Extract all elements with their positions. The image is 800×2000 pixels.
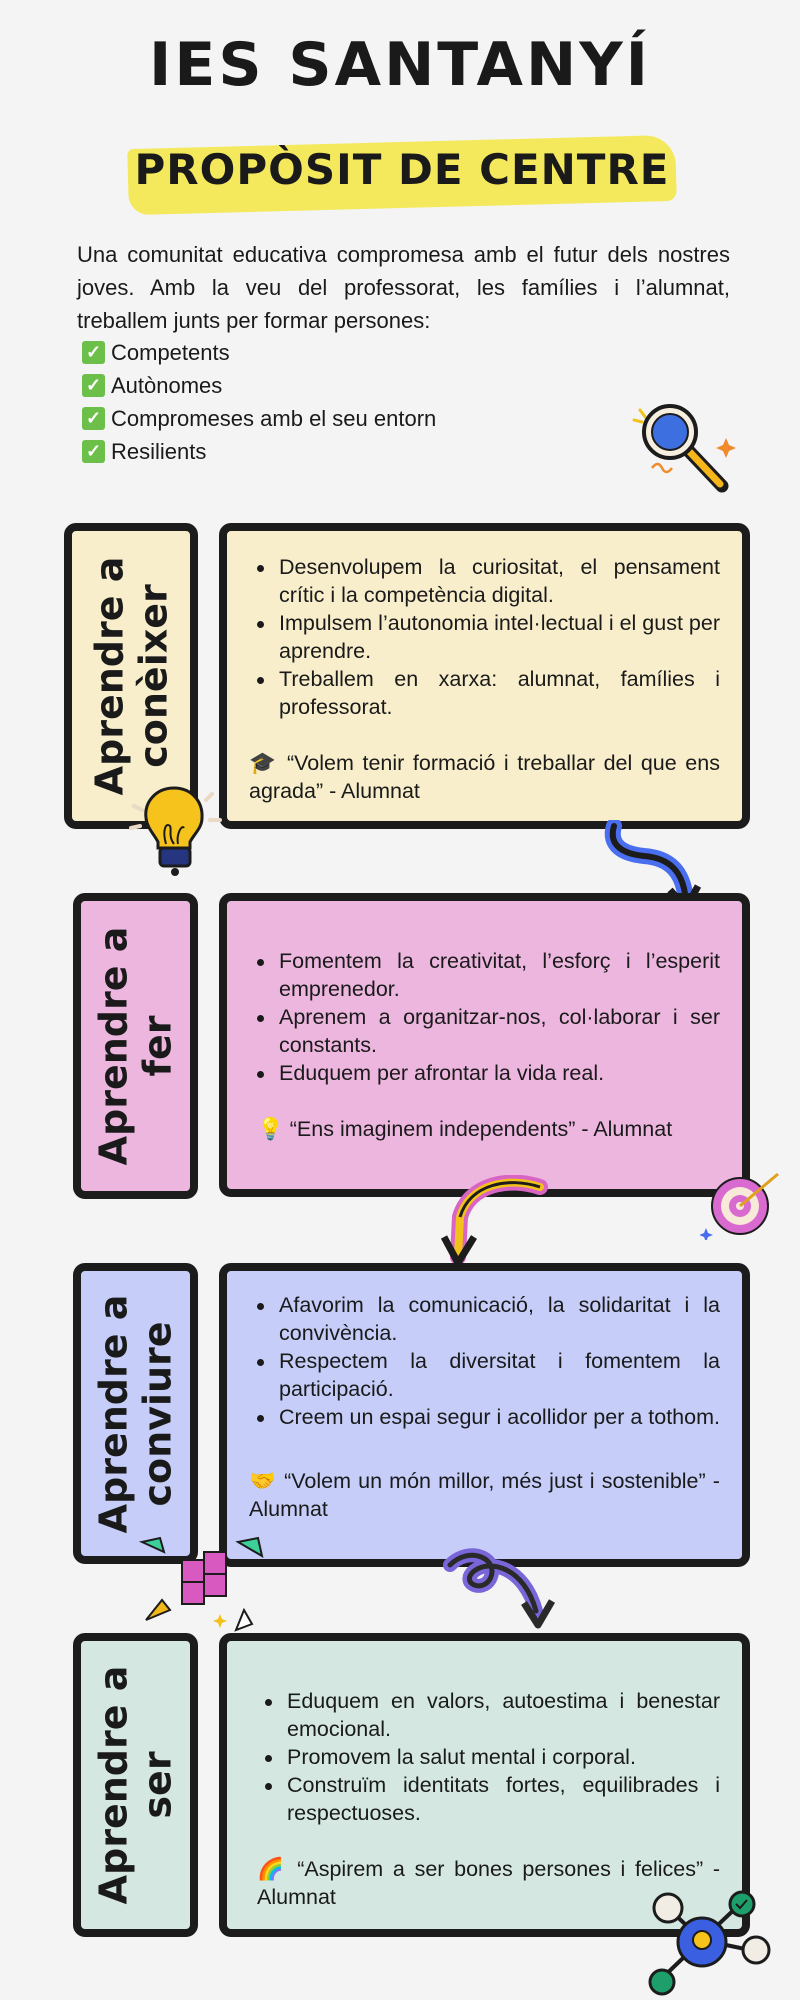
section-content-fer: Fomentem la creativitat, l’esforç i l’es…: [219, 893, 750, 1197]
check-icon: ✓: [82, 341, 105, 364]
list-item: Eduquem per afrontar la vida real.: [249, 1059, 720, 1087]
bullet-list: Eduquem en valors, autoestima i benestar…: [257, 1687, 720, 1827]
magnifier-icon: [632, 404, 736, 493]
check-icon: ✓: [82, 374, 105, 397]
student-quote: 🤝 “Volem un món millor, més just i soste…: [249, 1469, 720, 1521]
section-label: Aprendre a: [91, 1294, 136, 1533]
section-content-conèixer: Desenvolupem la curiositat, el pensament…: [219, 523, 750, 829]
target-icon: [700, 1172, 779, 1240]
idea-network-icon: [648, 1890, 771, 1996]
swirl-arrow-icon: [443, 1548, 556, 1629]
lightbulb-icon: [129, 786, 222, 876]
list-item: Creem un espai segur i acollidor per a t…: [249, 1403, 720, 1431]
page-subtitle: PROPÒSIT DE CENTRE: [134, 145, 670, 194]
checklist-item: ✓Resilients: [82, 435, 436, 468]
check-icon: ✓: [82, 440, 105, 463]
bullet-list: Desenvolupem la curiositat, el pensament…: [249, 553, 720, 721]
list-item: Impulsem l’autonomia intel·lectual i el …: [249, 609, 720, 665]
section-label: ser: [135, 1751, 180, 1819]
school-title: IES SANTANYÍ: [149, 30, 651, 100]
bullet-list: Afavorim la comunicació, la solidaritat …: [249, 1291, 720, 1431]
handshake-icon: 🤝: [249, 1469, 277, 1493]
list-item: Construïm identitats fortes, equilibrade…: [257, 1771, 720, 1827]
checklist-item: ✓Compromeses amb el seu entorn: [82, 402, 436, 435]
section-label: conèixer: [131, 584, 176, 768]
list-item: Afavorim la comunicació, la solidaritat …: [249, 1291, 720, 1347]
values-checklist: ✓Competents ✓Autònomes ✓Compromeses amb …: [82, 336, 436, 468]
section-label: fer: [135, 1015, 180, 1077]
list-item: Eduquem en valors, autoestima i benestar…: [257, 1687, 720, 1743]
student-quote: 💡 “Ens imaginem independents” - Alumnat: [257, 1117, 673, 1141]
intro-paragraph: Una comunitat educativa compromesa amb e…: [77, 242, 730, 333]
check-icon: ✓: [82, 407, 105, 430]
graduation-cap-icon: 🎓: [249, 751, 279, 775]
list-item: Treballem en xarxa: alumnat, famílies i …: [249, 665, 720, 721]
student-quote: 🎓 “Volem tenir formació i treballar del …: [249, 751, 720, 803]
section-label: Aprendre a: [91, 1665, 136, 1905]
section-label: Aprendre a: [91, 926, 136, 1166]
list-item: Desenvolupem la curiositat, el pensament…: [249, 553, 720, 609]
section-label: conviure: [135, 1320, 180, 1507]
curved-arrow-down-icon: [440, 1175, 548, 1267]
list-item: Promovem la salut mental i corporal.: [257, 1743, 720, 1771]
puzzle-hands-icon: [138, 1536, 264, 1632]
section-content-ser: Eduquem en valors, autoestima i benestar…: [219, 1633, 750, 1937]
list-item: Fomentem la creativitat, l’esforç i l’es…: [249, 947, 720, 1003]
checklist-item: ✓Autònomes: [82, 369, 436, 402]
list-item: Respectem la diversitat i fomentem la pa…: [249, 1347, 720, 1403]
lightbulb-emoji-icon: 💡: [257, 1117, 284, 1141]
list-item: Aprenem a organitzar-nos, col·laborar i …: [249, 1003, 720, 1059]
section-content-conviure: Afavorim la comunicació, la solidaritat …: [219, 1263, 750, 1567]
rainbow-icon: 🌈: [257, 1857, 288, 1881]
bullet-list: Fomentem la creativitat, l’esforç i l’es…: [249, 947, 720, 1087]
section-label: Aprendre a: [87, 556, 132, 796]
student-quote: 🌈 “Aspirem a ser bones persones i felice…: [257, 1857, 720, 1909]
checklist-item: ✓Competents: [82, 336, 436, 369]
